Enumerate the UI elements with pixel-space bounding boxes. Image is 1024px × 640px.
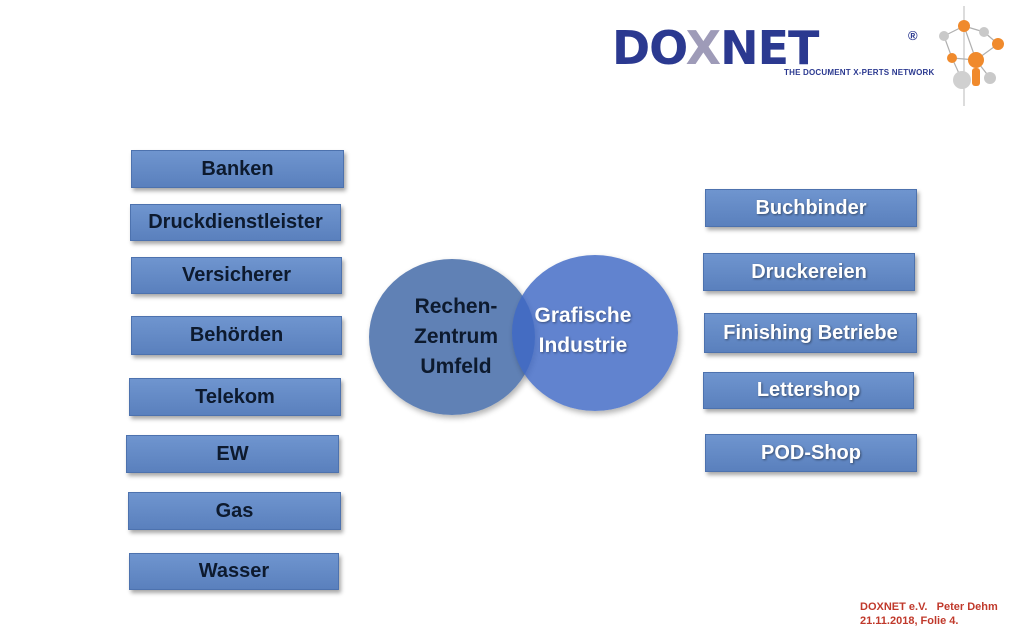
box-banken: Banken bbox=[131, 150, 344, 188]
box-wasser: Wasser bbox=[129, 553, 339, 590]
footer-date-slide: 21.11.2018, Folie 4. bbox=[860, 615, 959, 627]
box-druckereien: Druckereien bbox=[703, 253, 915, 291]
box-druckdienstleister: Druckdienstleister bbox=[130, 204, 341, 241]
circle-grafische-industrie: Grafische Industrie bbox=[512, 255, 678, 411]
box-telekom: Telekom bbox=[129, 378, 341, 416]
doxnet-logo: DOXNET ® THE DOCUMENT X-PERTS NETWORK bbox=[612, 21, 934, 86]
logo-tagline: THE DOCUMENT X-PERTS NETWORK bbox=[784, 68, 935, 77]
box-gas: Gas bbox=[128, 492, 341, 530]
box-lettershop: Lettershop bbox=[703, 372, 914, 409]
logo-word-x: X bbox=[685, 21, 721, 75]
logo-word-do: DO bbox=[612, 21, 687, 75]
footer-author: DOXNET e.V. Peter Dehm bbox=[860, 601, 998, 613]
slide-footer: DOXNET e.V. Peter Dehm 21.11.2018, Folie… bbox=[860, 600, 998, 628]
box-pod-shop: POD-Shop bbox=[705, 434, 917, 472]
circle-rechenzentrum-label: Rechen- Zentrum Umfeld bbox=[414, 295, 498, 378]
people-network-icon bbox=[939, 6, 1004, 106]
logo-wordmark: DOXNET bbox=[612, 21, 819, 75]
box-versicherer: Versicherer bbox=[131, 257, 342, 294]
box-ew: EW bbox=[126, 435, 339, 473]
box-finishing-betriebe: Finishing Betriebe bbox=[704, 313, 917, 353]
circle-rechenzentrum-umfeld: Rechen- Zentrum Umfeld bbox=[369, 259, 535, 415]
logo-word-net: NET bbox=[720, 21, 819, 75]
box-behoerden: Behörden bbox=[131, 316, 342, 355]
box-buchbinder: Buchbinder bbox=[705, 189, 917, 227]
registered-mark: ® bbox=[908, 28, 918, 43]
circle-grafische-label: Grafische Industrie bbox=[534, 304, 632, 357]
